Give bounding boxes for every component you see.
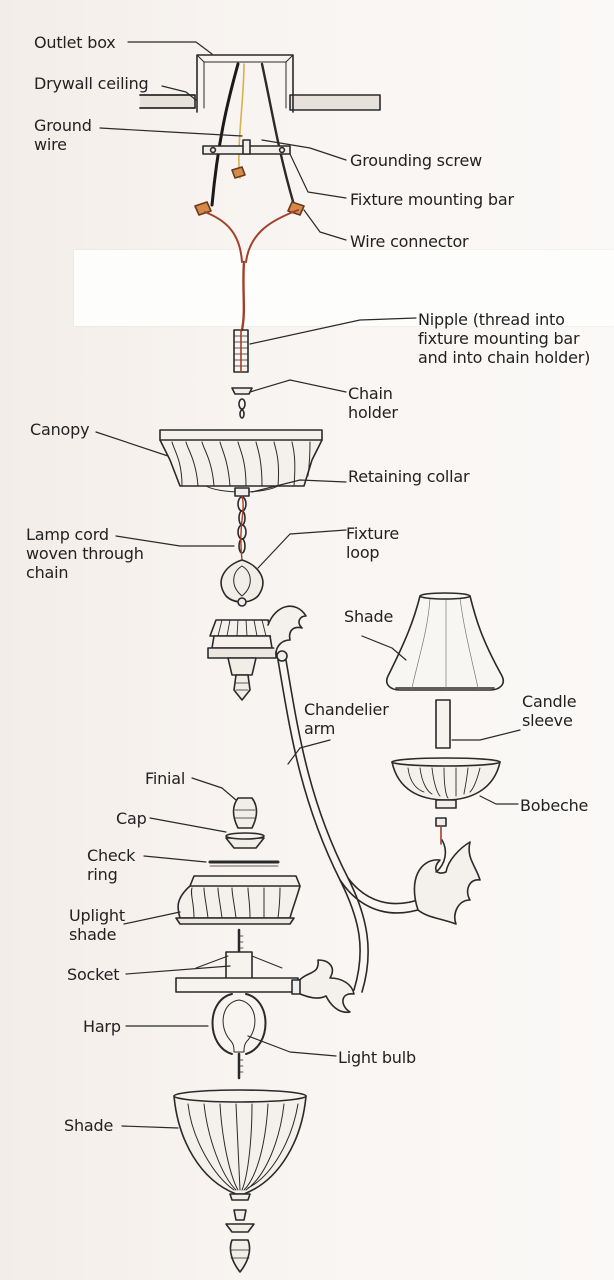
socket <box>175 928 299 993</box>
label-ground-wire: Ground wire <box>34 116 92 154</box>
label-lamp-cord: Lamp cord woven through chain <box>26 525 144 582</box>
arm-ornament-bottom <box>291 959 355 1014</box>
label-finial: Finial <box>145 769 186 788</box>
leader-lines <box>95 41 521 1129</box>
retaining-collar <box>234 487 250 497</box>
label-candle-sleeve: Candle sleeve <box>522 692 577 730</box>
label-socket: Socket <box>67 965 120 984</box>
label-chandelier-arm: Chandelier arm <box>304 700 389 738</box>
house-wires <box>210 62 297 207</box>
shade-top <box>385 592 505 691</box>
bottom-finial <box>225 1209 255 1273</box>
chain <box>237 495 247 561</box>
label-canopy: Canopy <box>30 420 90 439</box>
paper-overlay <box>74 250 614 326</box>
label-bobeche: Bobeche <box>520 796 589 815</box>
label-check-ring: Check ring <box>87 846 136 884</box>
bobeche <box>391 757 501 809</box>
label-fixture-mounting-bar: Fixture mounting bar <box>350 190 514 209</box>
finial <box>232 797 258 829</box>
fixture-body <box>207 619 277 701</box>
shade-bottom <box>173 1089 307 1201</box>
harp <box>211 993 267 1055</box>
label-uplight-shade: Uplight shade <box>69 906 125 944</box>
label-harp: Harp <box>83 1017 121 1036</box>
arm-ornament-top <box>267 605 307 662</box>
label-shade-top: Shade <box>344 607 394 626</box>
candle-sleeve <box>435 699 451 749</box>
label-drywall-ceiling: Drywall ceiling <box>34 74 149 93</box>
light-bulb <box>222 999 256 1080</box>
chandelier-arm <box>277 659 425 993</box>
chain-holder <box>231 387 253 419</box>
outlet-box <box>196 54 294 113</box>
label-retaining-collar: Retaining collar <box>348 467 470 486</box>
label-wire-connector: Wire connector <box>350 232 469 251</box>
label-fixture-loop: Fixture loop <box>346 524 400 562</box>
fixture-loop <box>220 559 264 607</box>
arm-ornament-right <box>413 817 481 925</box>
nipple <box>233 329 249 373</box>
label-chain-holder: Chain holder <box>348 384 398 422</box>
label-outlet-box: Outlet box <box>34 33 116 52</box>
fixture-mounting-bar <box>202 139 291 155</box>
label-cap: Cap <box>116 809 147 828</box>
lamp-cord-top <box>204 209 299 332</box>
canopy <box>159 429 323 493</box>
uplight-shade <box>175 875 301 925</box>
label-shade-bottom: Shade <box>64 1116 114 1135</box>
label-nipple: Nipple (thread into fixture mounting bar… <box>418 310 591 367</box>
cap <box>225 832 265 849</box>
check-ring <box>208 860 280 867</box>
drywall-ceiling <box>139 94 381 111</box>
label-grounding-screw: Grounding screw <box>350 151 482 170</box>
label-light-bulb: Light bulb <box>338 1048 416 1067</box>
